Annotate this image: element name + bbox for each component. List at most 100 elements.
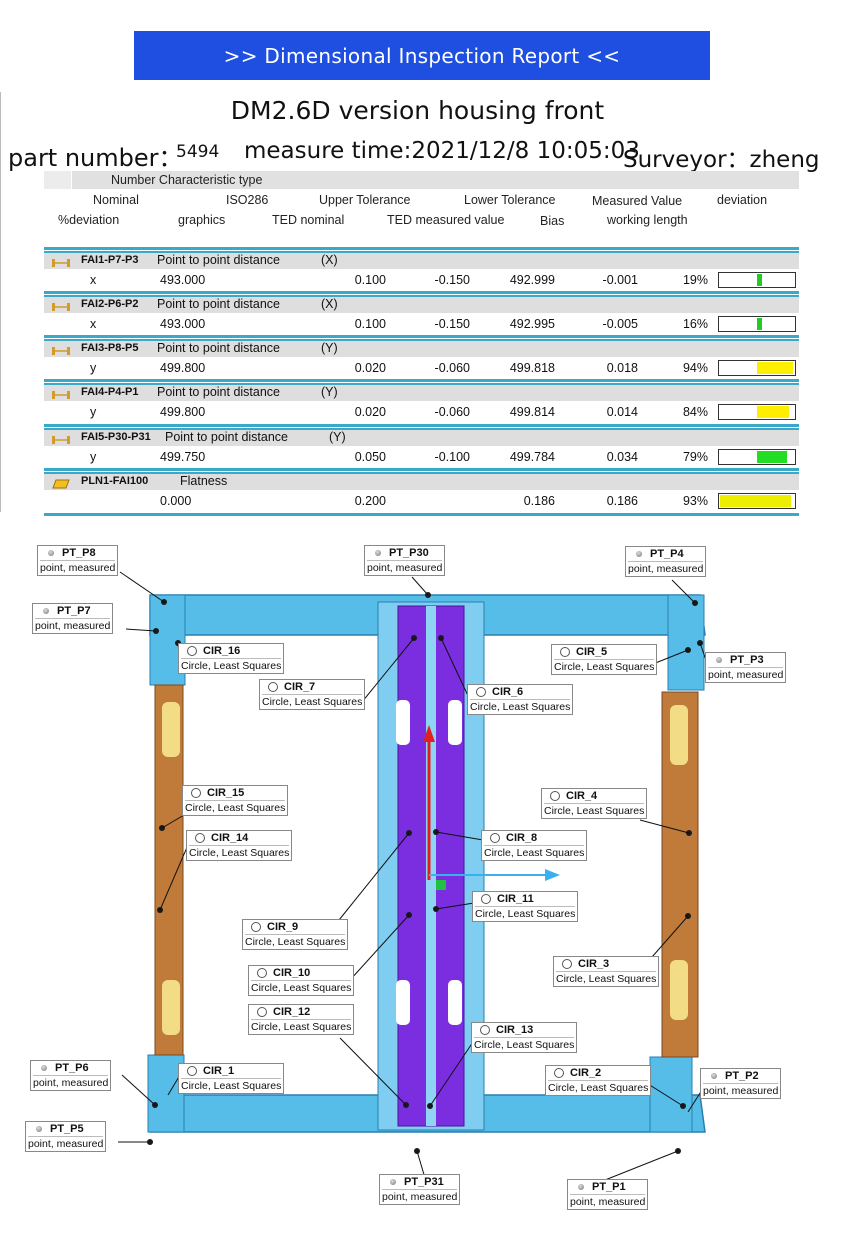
characteristic-id: FAI3-P8-P5 bbox=[81, 342, 139, 354]
callout-title: PT_P1 bbox=[570, 1180, 646, 1195]
distance-icon bbox=[52, 299, 70, 311]
characteristic-axis: (Y) bbox=[321, 385, 338, 399]
callout-name: PT_P3 bbox=[730, 654, 764, 666]
nominal-cell: 499.800 bbox=[160, 361, 206, 375]
row-separator bbox=[44, 335, 799, 338]
callout-name: CIR_8 bbox=[506, 832, 538, 844]
nominal-cell: 499.750 bbox=[160, 450, 206, 464]
callout-title: CIR_2 bbox=[548, 1066, 649, 1081]
callout-name: CIR_10 bbox=[273, 967, 311, 979]
point-icon bbox=[43, 608, 49, 614]
deviation-gauge bbox=[718, 493, 796, 509]
deviation-gauge-fill bbox=[757, 274, 762, 286]
nominal-cell: 499.800 bbox=[160, 405, 206, 419]
deviation-gauge bbox=[718, 449, 796, 465]
circle-icon bbox=[562, 959, 572, 969]
callout-title: CIR_8 bbox=[484, 831, 585, 846]
characteristic-id: FAI4-P4-P1 bbox=[81, 386, 139, 398]
distance-icon bbox=[52, 255, 70, 267]
circle-icon bbox=[481, 894, 491, 904]
deviation-gauge-fill bbox=[720, 495, 791, 507]
callout-subtitle: point, measured bbox=[28, 1138, 104, 1150]
callout-title: PT_P5 bbox=[28, 1122, 104, 1137]
header-bar bbox=[44, 171, 799, 189]
callout-subtitle: Circle, Least Squares bbox=[181, 1080, 282, 1092]
nominal-cell: 493.000 bbox=[160, 317, 206, 331]
header-number-char-type: Number Characteristic type bbox=[111, 173, 263, 187]
circle-icon bbox=[480, 1025, 490, 1035]
callout-title: PT_P2 bbox=[703, 1069, 779, 1084]
axis-cell: x bbox=[90, 273, 97, 287]
measured-value-cell: 0.186 bbox=[523, 494, 555, 508]
surveyor: Surveyor：zheng bbox=[623, 147, 820, 173]
callout-subtitle: Circle, Least Squares bbox=[251, 982, 352, 994]
callout-title: CIR_9 bbox=[245, 920, 346, 935]
deviation-cell: 0.034 bbox=[606, 450, 638, 464]
callout-title: CIR_6 bbox=[470, 685, 571, 700]
callout-name: PT_P8 bbox=[62, 547, 96, 559]
callout-title: PT_P3 bbox=[708, 653, 784, 668]
callout-subtitle: Circle, Least Squares bbox=[474, 1039, 575, 1051]
distance-icon bbox=[52, 343, 70, 355]
callout-name: CIR_2 bbox=[570, 1067, 602, 1079]
pct-deviation-cell: 93% bbox=[682, 494, 708, 508]
header-ted-nominal: TED nominal bbox=[272, 213, 345, 227]
row-separator bbox=[44, 468, 799, 471]
characteristic-type: Point to point distance bbox=[157, 341, 280, 355]
callout-subtitle: Circle, Least Squares bbox=[189, 847, 290, 859]
header-bias: Bias bbox=[540, 214, 565, 228]
nominal-cell: 493.000 bbox=[160, 273, 206, 287]
left-margin-rule bbox=[0, 92, 1, 512]
callout-subtitle: point, measured bbox=[628, 563, 704, 575]
callout-name: CIR_9 bbox=[267, 921, 299, 933]
circle-icon bbox=[191, 788, 201, 798]
callout-subtitle: point, measured bbox=[708, 669, 784, 681]
pct-deviation-cell: 16% bbox=[682, 317, 708, 331]
point-icon bbox=[636, 551, 642, 557]
circle-icon bbox=[554, 1068, 564, 1078]
axis-cell: y bbox=[90, 361, 97, 375]
flatness-icon bbox=[52, 476, 70, 489]
header-upper-tolerance: Upper Tolerance bbox=[319, 193, 411, 207]
measured-value-cell: 499.814 bbox=[509, 405, 555, 419]
callout-pt-p3[interactable]: PT_P3 point, measured bbox=[705, 652, 787, 683]
callout-name: CIR_4 bbox=[566, 790, 598, 802]
measure-time: measure time:2021/12/8 10:05:03 bbox=[244, 138, 640, 164]
callout-name: PT_P2 bbox=[725, 1070, 759, 1082]
callout-title: PT_P7 bbox=[35, 604, 111, 619]
characteristic-axis: (X) bbox=[321, 297, 338, 311]
deviation-gauge bbox=[718, 404, 796, 420]
